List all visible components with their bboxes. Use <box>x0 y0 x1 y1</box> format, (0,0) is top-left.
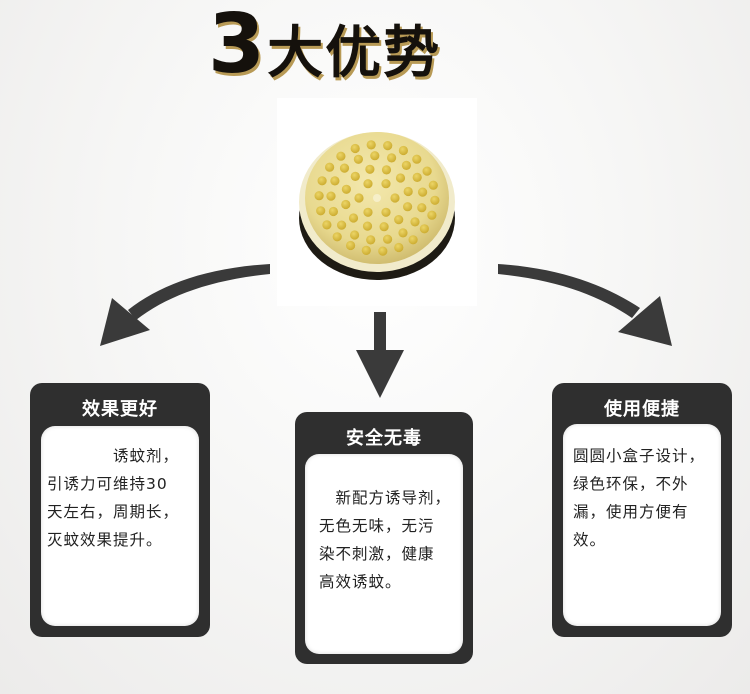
disc-hole <box>428 180 438 190</box>
disc-hole <box>317 176 327 186</box>
card-body: 圆圆小盒子设计， 绿色环保，不外 漏，使用方便有 效。 <box>563 424 721 626</box>
disc-hole <box>387 153 397 163</box>
card-text: 新配方诱导剂， 无色无味，无污 染不刺激，健康 高效诱蚊。 <box>319 489 452 591</box>
disc-hole <box>379 222 389 232</box>
card-title: 使用便捷 <box>604 399 680 420</box>
disc-hole <box>366 140 376 150</box>
arrow-right-head <box>618 296 672 346</box>
disc-hole <box>350 171 360 181</box>
disc-hole <box>412 172 422 182</box>
disc-hole <box>326 191 336 201</box>
disc-hole <box>362 221 373 231</box>
arrow-right <box>498 264 640 318</box>
disc-hole <box>394 242 404 253</box>
card-title: 效果更好 <box>82 399 158 420</box>
disc-hole <box>381 179 391 189</box>
disc-hole <box>346 240 356 251</box>
disc-hole <box>354 193 364 203</box>
disc-hole <box>417 203 427 213</box>
disc-hole <box>341 184 351 194</box>
headline-number: 3 <box>208 0 265 92</box>
arrow-center-head <box>356 350 404 398</box>
bait-disc-icon <box>299 132 455 280</box>
disc-hole <box>383 234 393 244</box>
disc-hole <box>419 224 429 234</box>
disc-hole <box>370 151 380 161</box>
disc-hole <box>390 193 400 203</box>
disc-hole <box>330 176 340 186</box>
disc-hole <box>353 154 363 164</box>
disc-hole <box>366 235 376 245</box>
disc-hole <box>395 173 406 183</box>
disc-hole <box>363 207 373 217</box>
disc-hole <box>418 187 428 197</box>
arrow-left-head <box>100 298 150 346</box>
disc-hole <box>398 228 408 238</box>
disc-hole <box>316 206 326 216</box>
disc-hole <box>350 230 360 240</box>
disc-hole <box>325 162 335 172</box>
disc-hole <box>361 245 371 255</box>
disc-center <box>373 194 381 202</box>
disc-holes <box>314 140 440 256</box>
disc-hole <box>383 141 393 151</box>
card-text: 圆圆小盒子设计， 绿色环保，不外 漏，使用方便有 效。 <box>573 447 706 549</box>
disc-hole <box>350 143 360 154</box>
disc-hole <box>410 217 420 227</box>
headline-word: 大优势 <box>267 21 442 86</box>
disc-hole <box>314 191 324 201</box>
disc-hole <box>381 165 392 175</box>
card-convenience: 使用便捷 圆圆小盒子设计， 绿色环保，不外 漏，使用方便有 效。 <box>552 383 732 637</box>
disc-hole <box>365 164 375 174</box>
disc-hole <box>408 235 418 245</box>
disc-hole <box>337 220 347 230</box>
card-title: 安全无毒 <box>346 428 422 449</box>
disc-hole <box>341 199 351 210</box>
disc-hole <box>381 207 391 217</box>
arrow-center <box>374 312 386 358</box>
disc-hole <box>427 210 437 220</box>
disc-hole <box>401 160 411 170</box>
disc-hole <box>422 166 432 176</box>
disc-hole <box>339 163 350 173</box>
disc-hole <box>322 220 332 230</box>
disc-hole <box>430 195 440 205</box>
arrow-left <box>128 264 270 320</box>
disc-hole <box>348 213 359 223</box>
disc-hole <box>336 151 346 161</box>
card-text: 诱蚊剂， 引诱力可维持30 天左右，周期长， 灭蚊效果提升。 <box>47 447 180 549</box>
disc-hole <box>412 154 422 164</box>
card-body: 诱蚊剂， 引诱力可维持30 天左右，周期长， 灭蚊效果提升。 <box>41 426 199 626</box>
disc-hole <box>332 232 342 242</box>
disc-hole <box>398 145 408 156</box>
headline: 3 大优势 <box>208 2 468 88</box>
disc-hole <box>403 202 413 212</box>
product-photo <box>277 98 477 306</box>
disc-hole <box>378 246 388 256</box>
card-body: 新配方诱导剂， 无色无味，无污 染不刺激，健康 高效诱蚊。 <box>305 454 463 654</box>
disc-hole <box>394 215 404 225</box>
card-effect: 效果更好 诱蚊剂， 引诱力可维持30 天左右，周期长， 灭蚊效果提升。 <box>30 383 210 637</box>
disc-hole <box>363 179 373 189</box>
disc-hole <box>403 186 413 197</box>
card-safety: 安全无毒 新配方诱导剂， 无色无味，无污 染不刺激，健康 高效诱蚊。 <box>295 412 473 664</box>
disc-hole <box>328 206 338 217</box>
